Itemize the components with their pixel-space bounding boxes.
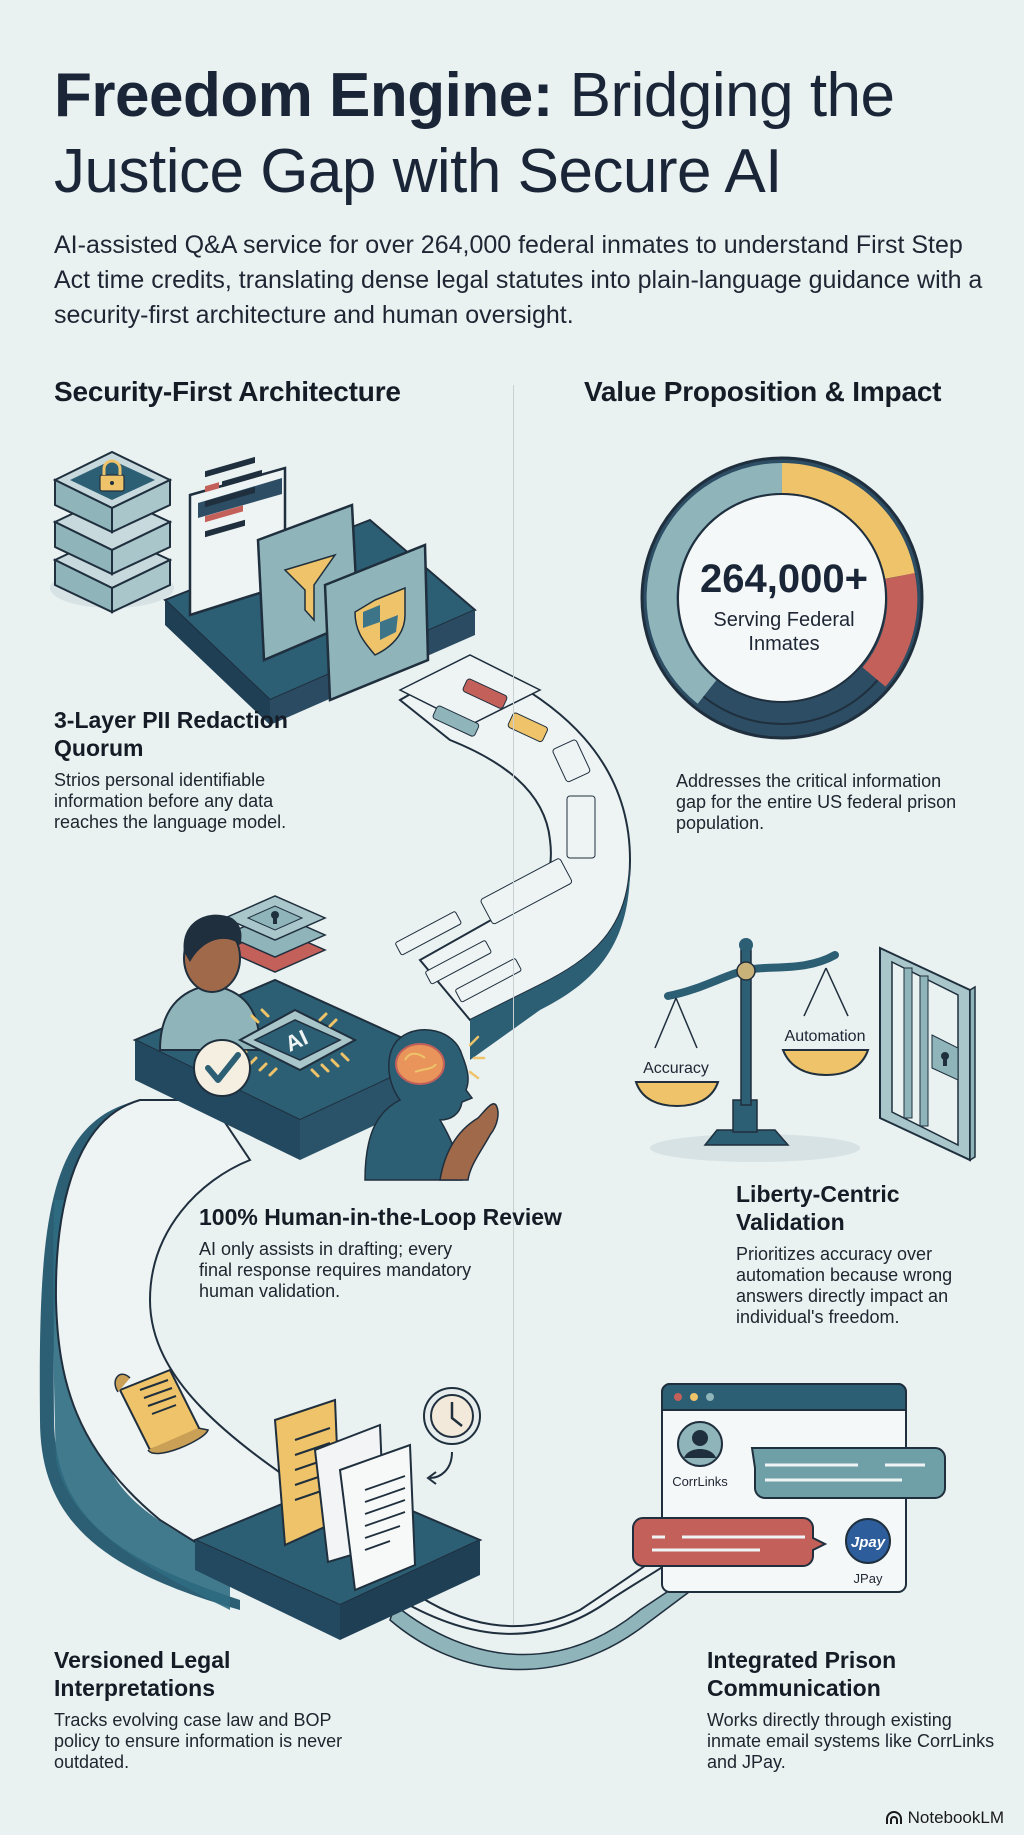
page-title: Freedom Engine: Bridging the Justice Gap… <box>54 58 1014 210</box>
card-title: 100% Human-in-the-Loop Review <box>199 1204 562 1230</box>
documents-stack-icon <box>273 1398 417 1592</box>
card-prison-communication: Integrated Prison Communication Works di… <box>707 1646 997 1773</box>
notebooklm-brand: NotebookLM <box>885 1808 1004 1828</box>
chat-sender-corrlinks: CorrLinks <box>672 1474 728 1489</box>
card-body: Tracks evolving case law and BOP policy … <box>54 1710 343 1772</box>
page-subtitle: AI-assisted Q&A service for over 264,000… <box>54 231 983 329</box>
brand-label: NotebookLM <box>907 1808 1004 1827</box>
card-title: Versioned Legal Interpretations <box>54 1647 231 1701</box>
jail-door-icon <box>879 946 976 1162</box>
card-body: Strios personal identifiable information… <box>54 770 287 832</box>
impact-label: Serving Federal Inmates <box>713 609 855 655</box>
person-icon <box>158 914 262 1051</box>
encryption-layers-icon <box>223 895 327 973</box>
scale-label-accuracy: Accuracy <box>643 1060 709 1077</box>
scale-label-automation: Automation <box>785 1028 866 1045</box>
card-pii-redaction: 3-Layer PII Redaction Quorum Strios pers… <box>54 706 334 833</box>
clock-icon <box>423 1387 481 1485</box>
chat-window-icon <box>632 1383 946 1593</box>
card-title: 3-Layer PII Redaction Quorum <box>54 707 288 761</box>
impact-number: 264,000+ <box>700 557 868 601</box>
card-versioned-legal: Versioned Legal Interpretations Tracks e… <box>54 1646 354 1773</box>
impact-ring-chart <box>640 456 924 740</box>
scroll-icon <box>114 1368 209 1455</box>
card-body: Works directly through existing inmate e… <box>707 1710 995 1772</box>
ai-chip-icon <box>237 1008 358 1078</box>
chat-sender-jpay: JPay <box>854 1571 883 1586</box>
brain-head-icon <box>364 1029 499 1181</box>
shield-icon <box>323 543 430 702</box>
page-title-rest: Bridging the Justice Gap with Secure AI <box>54 61 895 206</box>
column-divider <box>513 385 514 1625</box>
section-heading-security: Security-First Architecture <box>54 376 401 407</box>
jpay-logo: Jpay <box>851 1534 886 1551</box>
card-title: Liberty-Centric Validation <box>736 1181 900 1235</box>
page-title-bold: Freedom Engine: <box>54 61 553 130</box>
server-lock-icon <box>50 450 174 614</box>
card-title: Integrated Prison Communication <box>707 1647 897 1701</box>
checkmark-icon <box>193 1039 251 1097</box>
notebooklm-logo-icon <box>885 1811 902 1824</box>
card-liberty-validation: Liberty-Centric Validation Prioritizes a… <box>736 1180 1006 1328</box>
impact-description: Addresses the critical information gap f… <box>676 771 957 833</box>
scales-icon <box>634 938 870 1162</box>
card-body: Prioritizes accuracy over automation bec… <box>736 1244 953 1327</box>
card-human-review: 100% Human-in-the-Loop Review AI only as… <box>199 1203 619 1302</box>
impact-stat: 264,000+ Serving Federal Inmates <box>634 557 934 656</box>
section-heading-value: Value Proposition & Impact <box>584 376 942 407</box>
card-body: AI only assists in drafting; every final… <box>199 1239 472 1301</box>
